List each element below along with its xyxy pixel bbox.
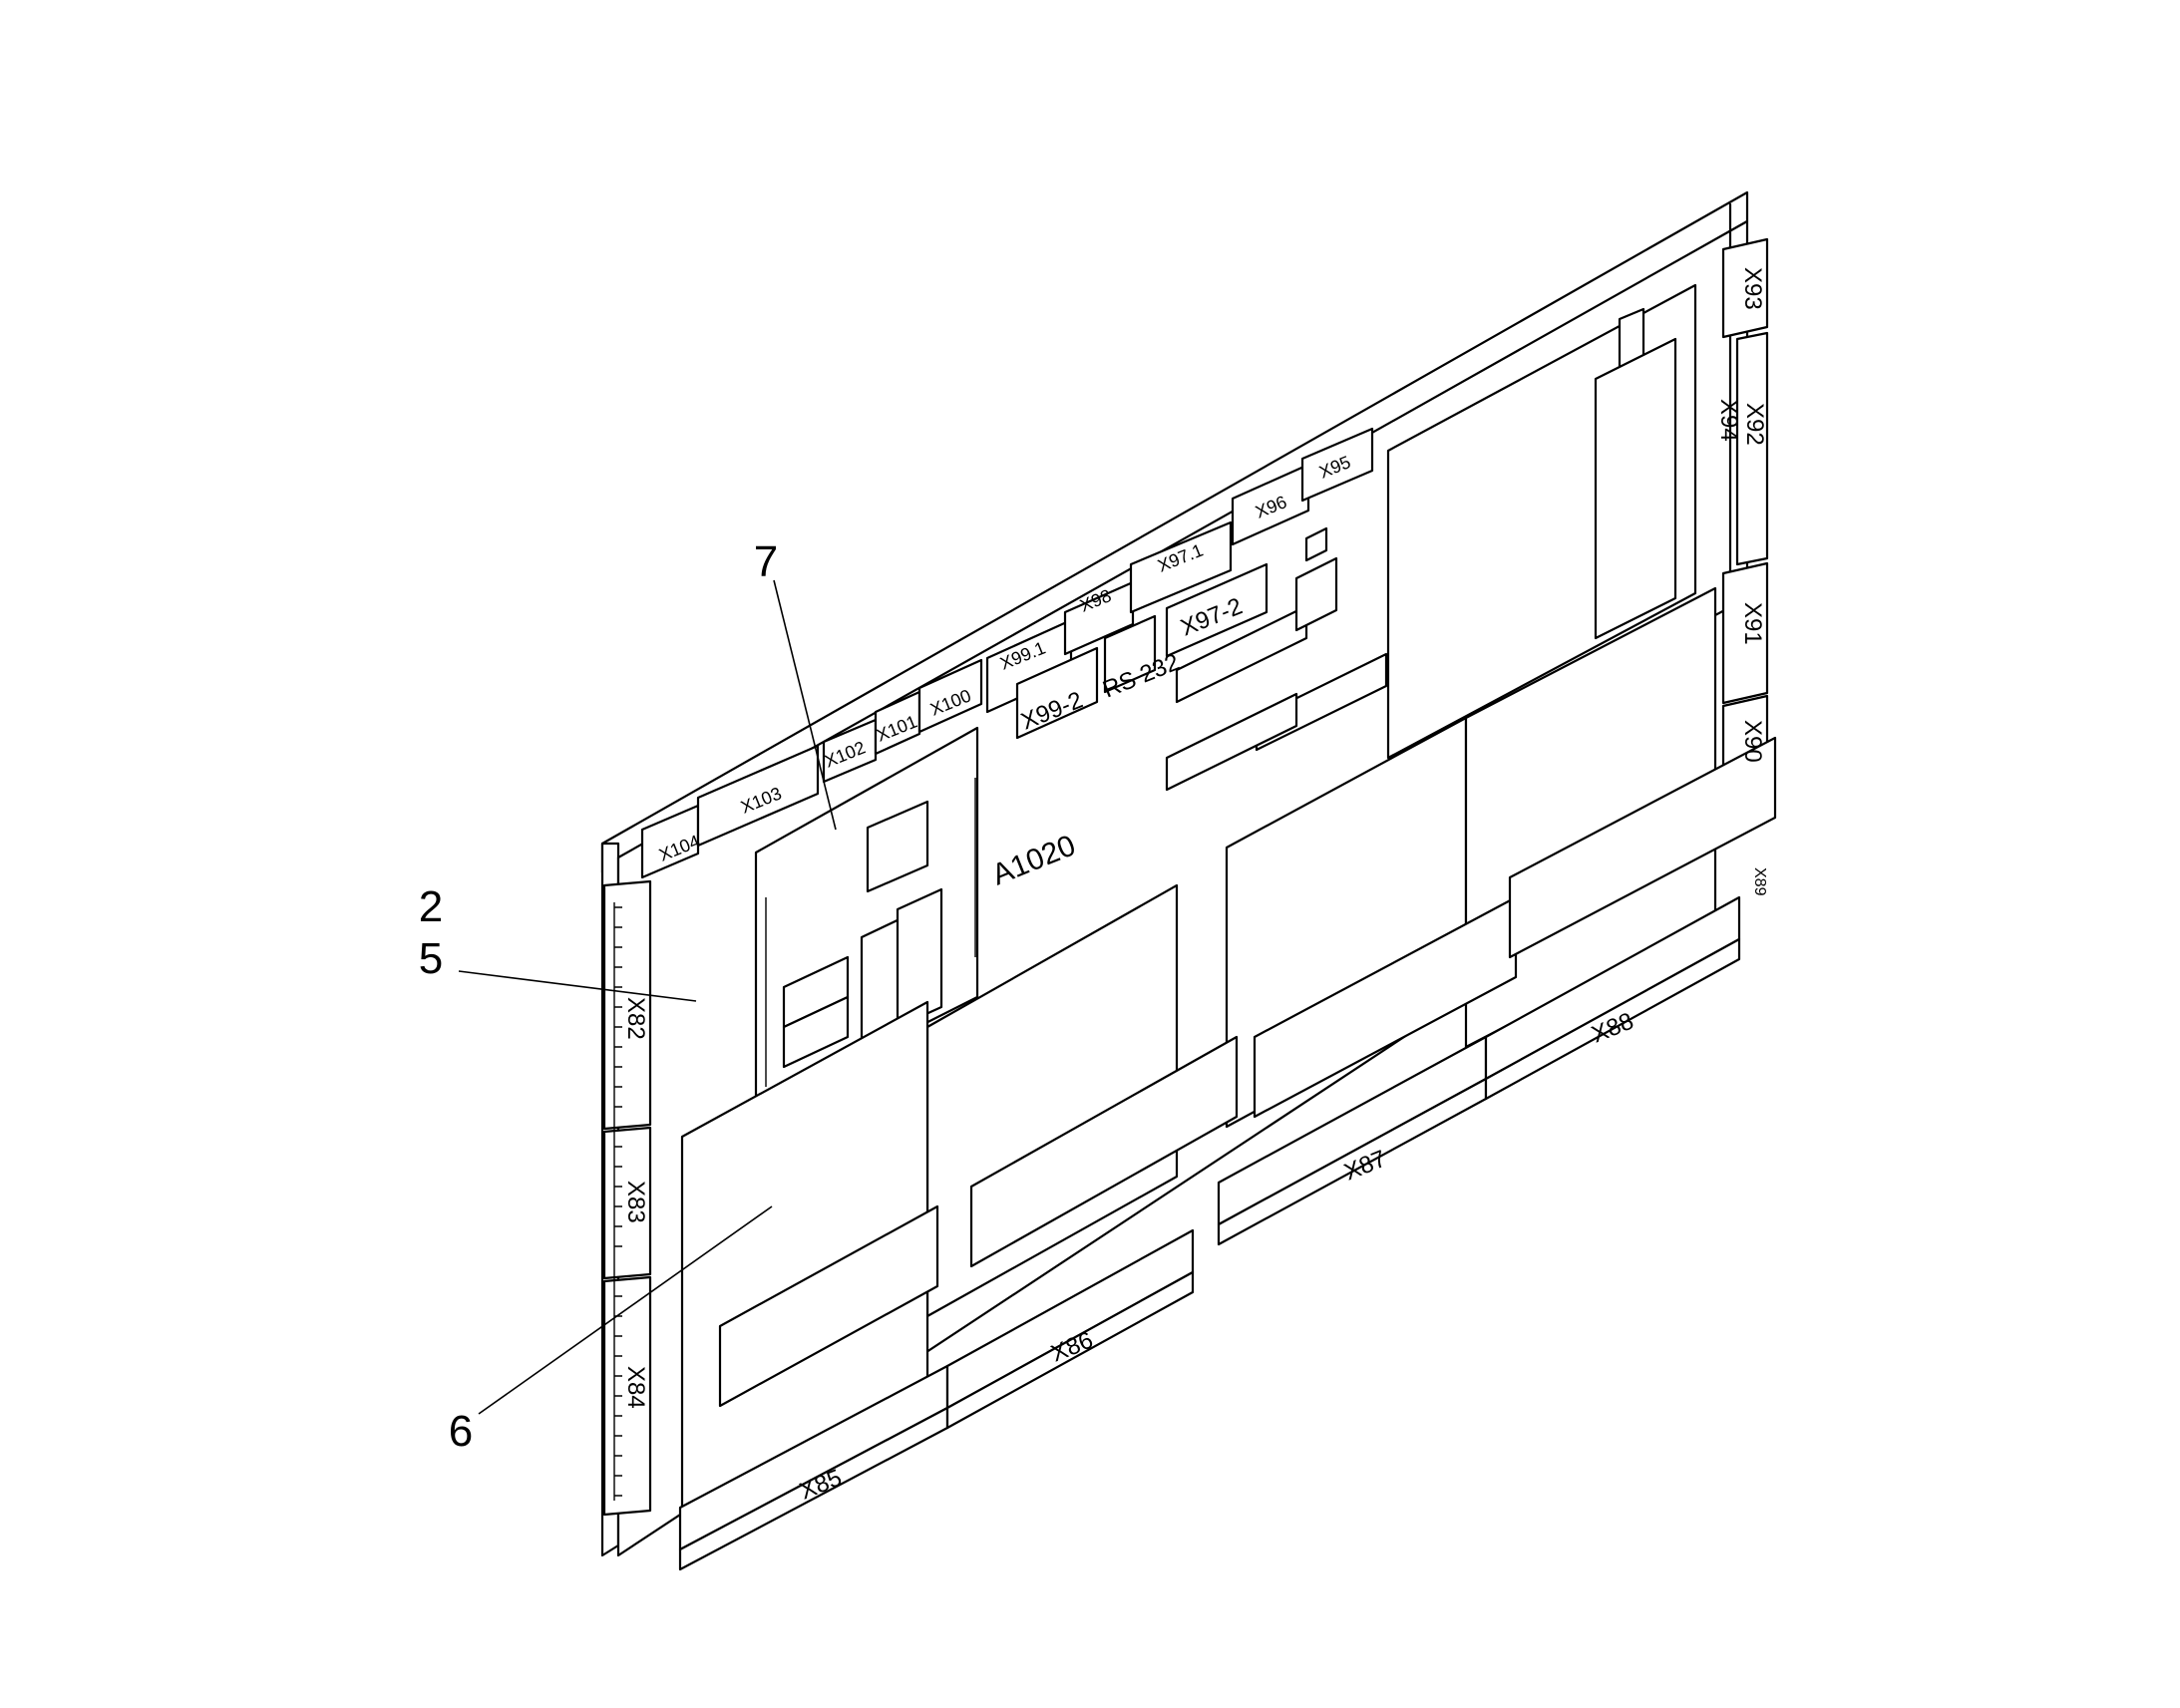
relay-rows [718,337,1777,1408]
connector-x94-label: X94 [1715,399,1742,442]
connector-x89-label: X89 [1751,867,1768,896]
callout-5: 5 [419,934,443,983]
callout-7: 7 [754,537,778,586]
callout-2: 2 [419,882,443,931]
connector-x82-label: X82 [622,997,649,1040]
connector-x93-label: X93 [1739,267,1766,310]
left-connector-strip [602,879,652,1517]
leader-lines [458,579,837,1415]
connector-x84-label: X84 [622,1366,649,1409]
connector-x83-label: X83 [622,1181,649,1223]
terminal-strips [678,895,1741,1571]
heatsinks [1165,526,1388,792]
connector-x92-label: X92 [1741,403,1768,446]
connector-x91-label: X91 [1739,602,1766,645]
callout-6: 6 [449,1407,473,1456]
connector-x90-label: X90 [1739,720,1766,763]
top-connector-blocks [640,427,1374,879]
